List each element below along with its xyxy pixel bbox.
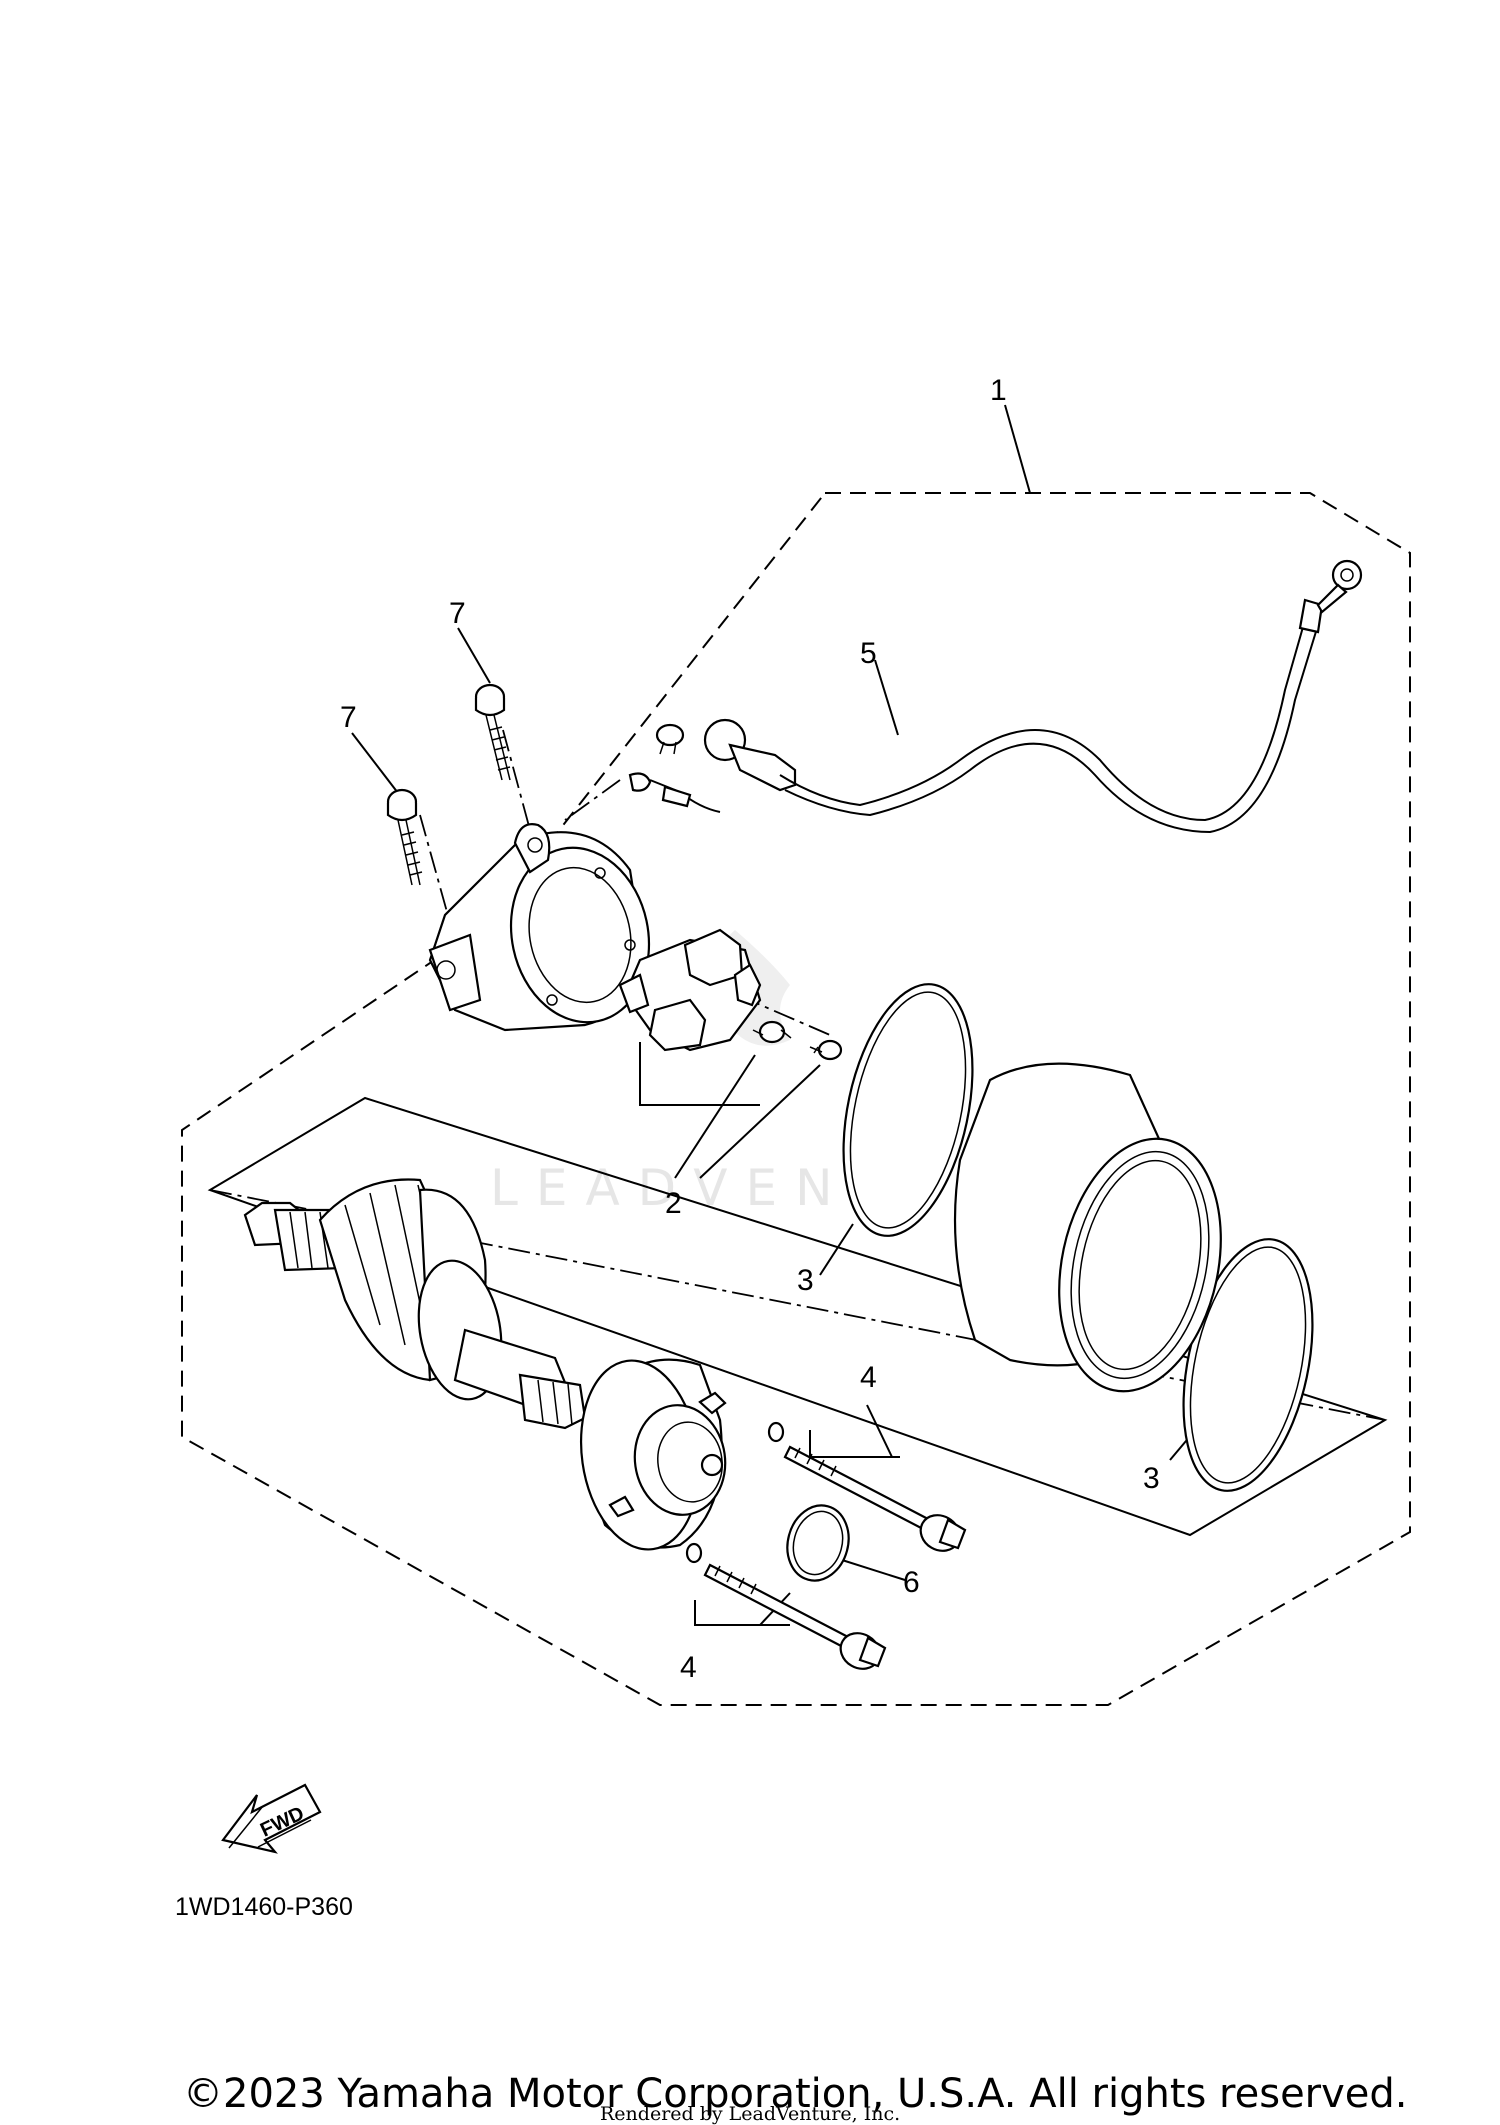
diagram-code: 1WD1460-P360 [175,1893,353,1921]
callout-3a: 3 [797,1264,814,1297]
o-ring-3b-icon [1182,1238,1314,1492]
bolt-axis-b [502,729,531,831]
callout-2: 2 [665,1187,682,1220]
through-bolt-4b-icon [703,1563,887,1670]
rear-cover-icon [428,823,651,1032]
screw-2a-icon [752,1020,792,1044]
bolt-washer-4a-icon [767,1421,785,1443]
o-ring-6-icon [786,1504,850,1582]
fwd-arrow-icon: FWD [221,1783,322,1854]
callout-1: 1 [990,374,1007,407]
callout-5: 5 [860,637,877,670]
lead-axis [564,779,621,821]
o-ring-3a-icon [842,983,974,1237]
callout-4b: 4 [680,1651,697,1684]
bolt-washer-4b-icon [685,1542,703,1564]
front-cover-icon [579,1358,727,1551]
armature-icon [243,1178,587,1430]
lead-wire-icon [628,559,1363,834]
callout-3b: 3 [1143,1462,1160,1495]
assembly-boundary [181,492,1411,1706]
bolt-axis-a [419,814,453,931]
rendered-by-notice: Rendered by LeadVenture, Inc. [600,2103,900,2125]
callout-4a: 4 [860,1361,877,1394]
copyright-notice: ©2023 Yamaha Motor Corporation, U.S.A. A… [183,2071,1408,2117]
callout-7b: 7 [340,701,357,734]
screw-2b-icon [809,1039,843,1061]
yoke-housing-icon [953,1062,1222,1393]
bolt-7b-icon [386,788,423,886]
callout-7a: 7 [449,597,466,630]
through-bolt-4a-icon [783,1445,967,1552]
brush-holder-icon [618,928,762,1052]
bolt-7a-icon [474,683,511,781]
callout-6: 6 [903,1566,920,1599]
